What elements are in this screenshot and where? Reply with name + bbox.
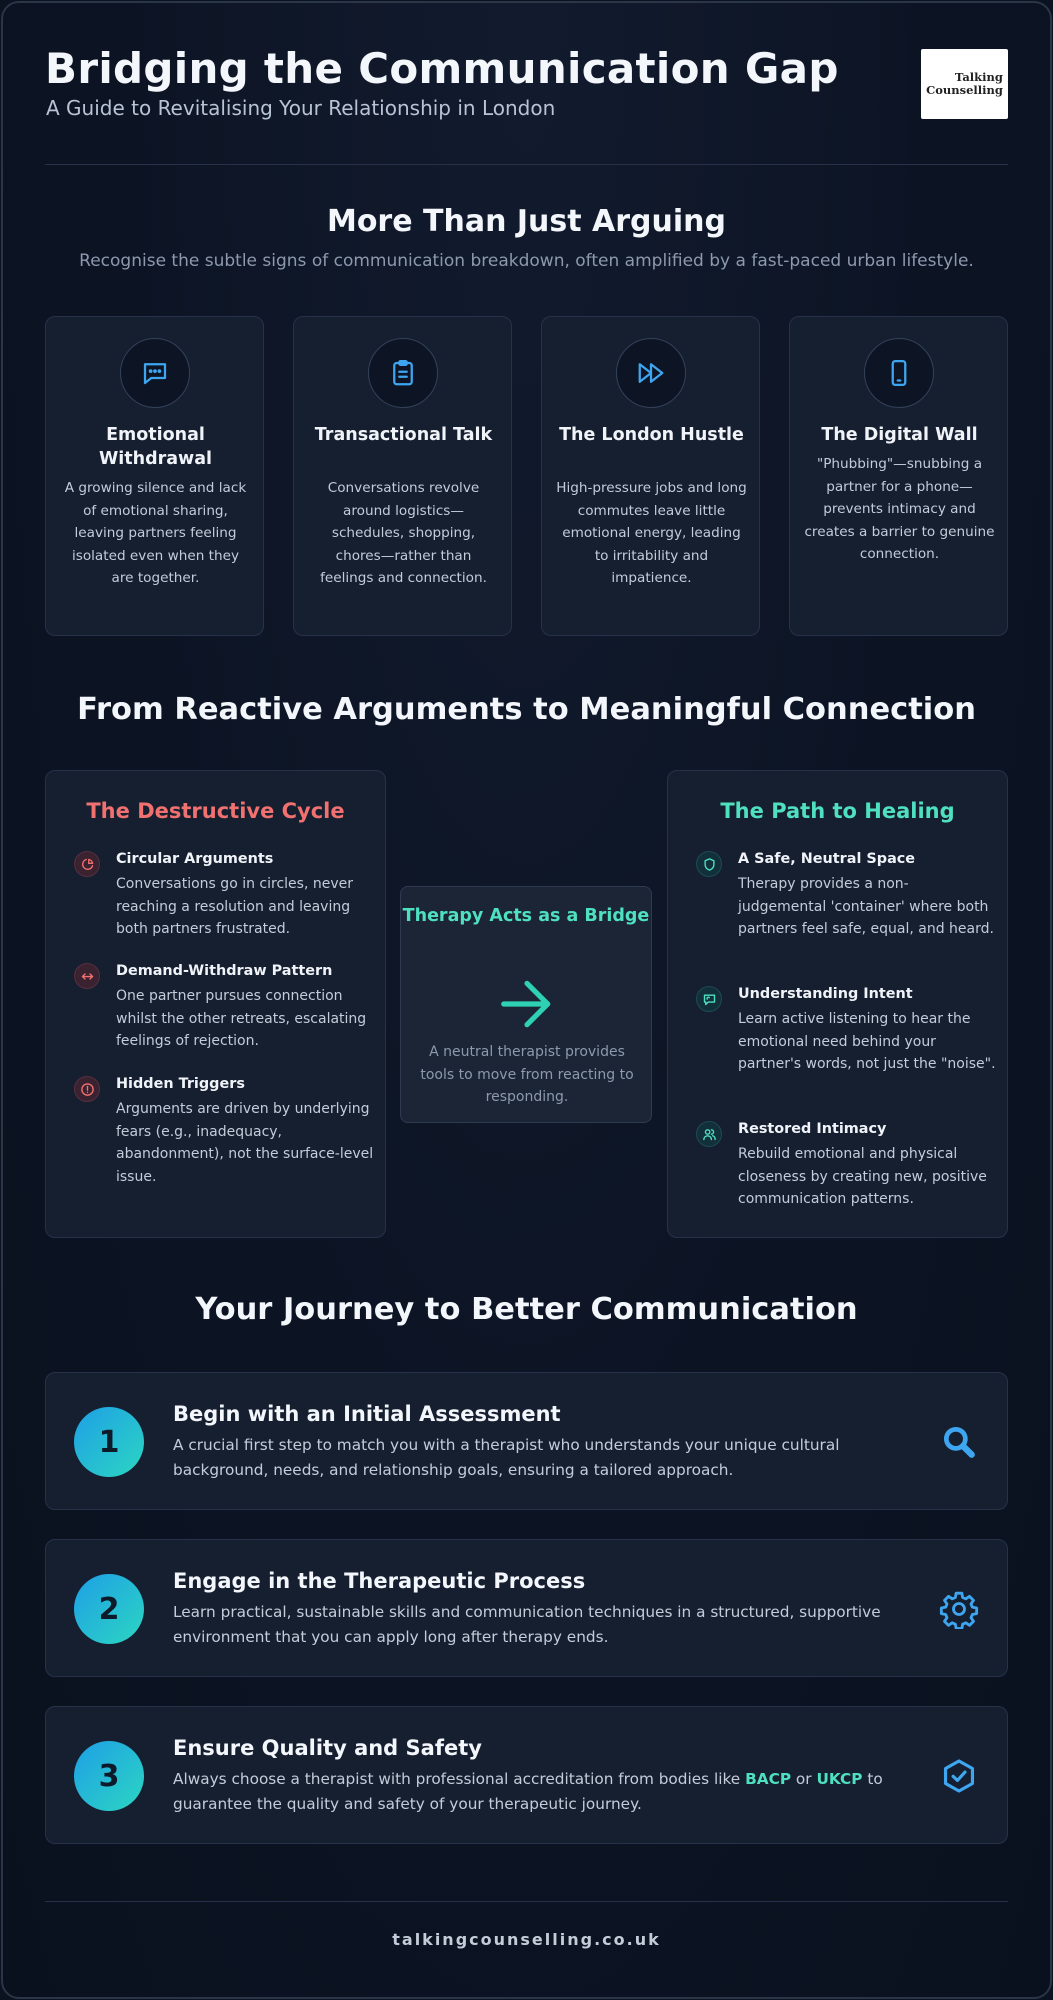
sign-card-transactional-talk: Transactional Talk Conversations revolve… [293, 316, 512, 636]
step-text-or: or [795, 1770, 812, 1788]
clipboard-icon [368, 338, 438, 408]
header: Bridging the Communication Gap A Guide t… [45, 44, 1008, 154]
ukcp-link[interactable]: UKCP [816, 1770, 863, 1788]
divider [45, 164, 1008, 165]
card-title: The London Hustle [559, 425, 744, 445]
item-text: Arguments are driven by underlying fears… [116, 1101, 374, 1185]
card-text: Conversations revolve around logistics—s… [320, 480, 487, 587]
alert-circle-icon [74, 1076, 100, 1102]
step-text-before: Always choose a therapist with professio… [173, 1770, 741, 1788]
step-text-after: to guarantee the quality and safety of y… [173, 1770, 883, 1813]
bacp-link[interactable]: BACP [745, 1770, 792, 1788]
item-heading: A Safe, Neutral Space [738, 851, 916, 867]
message-icon [120, 338, 190, 408]
step-number: 3 [74, 1741, 144, 1811]
panel-title: The Path to Healing [720, 799, 955, 823]
cycle-title: From Reactive Arguments to Meaningful Co… [77, 692, 976, 727]
signs-title: More Than Just Arguing [326, 204, 727, 239]
bridge-title: Therapy Acts as a Bridge [402, 906, 650, 926]
journey-step-3: 3 Ensure Quality and Safety Always choos… [45, 1706, 1008, 1844]
card-text: A growing silence and lack of emotional … [64, 480, 247, 587]
journey-step-1: 1 Begin with an Initial Assessment A cru… [45, 1372, 1008, 1510]
step-number: 1 [74, 1407, 144, 1477]
arrow-right-icon [496, 973, 558, 1039]
sign-card-london-hustle: The London Hustle High-pressure jobs and… [541, 316, 760, 636]
signs-cards: Emotional Withdrawal A growing silence a… [45, 316, 1008, 636]
phone-icon [864, 338, 934, 408]
fast-forward-icon [616, 338, 686, 408]
bridge-text: A neutral therapist provides tools to mo… [420, 1044, 634, 1106]
item-text: Conversations go in circles, never reach… [116, 876, 353, 938]
speech-bubble-icon [696, 986, 722, 1012]
signs-subtitle: Recognise the subtle signs of communicat… [79, 251, 974, 271]
item-text: Rebuild emotional and physical closeness… [738, 1146, 987, 1208]
item-heading: Circular Arguments [116, 851, 274, 867]
therapy-bridge-card: Therapy Acts as a Bridge A neutral thera… [400, 886, 652, 1123]
item-text: Learn active listening to hear the emoti… [738, 1011, 996, 1073]
step-title: Ensure Quality and Safety [173, 1736, 482, 1760]
footer-divider [45, 1901, 1008, 1902]
step-title: Engage in the Therapeutic Process [173, 1569, 586, 1593]
item-heading: Restored Intimacy [738, 1121, 887, 1137]
footer-url[interactable]: talkingcounselling.co.uk [392, 1930, 661, 1949]
pie-chart-icon [74, 851, 100, 877]
logo[interactable]: Talking Counselling [921, 49, 1008, 119]
arrows-horizontal-icon [74, 963, 100, 989]
item-heading: Hidden Triggers [116, 1076, 245, 1092]
sign-card-emotional-withdrawal: Emotional Withdrawal A growing silence a… [45, 316, 264, 636]
search-icon [937, 1420, 981, 1464]
item-text: One partner pursues connection whilst th… [116, 988, 367, 1050]
step-title: Begin with an Initial Assessment [173, 1402, 561, 1426]
item-text: Therapy provides a non-judgemental 'cont… [738, 876, 994, 938]
logo-text: Talking Counselling [926, 70, 1003, 97]
step-text: Learn practical, sustainable skills and … [173, 1603, 881, 1646]
gear-icon [937, 1587, 981, 1631]
step-text: Always choose a therapist with professio… [173, 1767, 913, 1817]
step-number: 2 [74, 1574, 144, 1644]
check-badge-icon [937, 1754, 981, 1798]
card-title: Transactional Talk [314, 425, 493, 445]
users-icon [696, 1121, 722, 1147]
page-title: Bridging the Communication Gap [45, 44, 839, 93]
item-heading: Understanding Intent [738, 986, 913, 1002]
step-text: A crucial first step to match you with a… [173, 1436, 840, 1479]
sign-card-digital-wall: The Digital Wall "Phubbing"—snubbing a p… [789, 316, 1008, 636]
card-title: Emotional Withdrawal [98, 425, 213, 469]
item-heading: Demand-Withdraw Pattern [116, 963, 333, 979]
journey-title: Your Journey to Better Communication [195, 1292, 858, 1327]
card-text: "Phubbing"—snubbing a partner for a phon… [804, 456, 995, 563]
panel-title: The Destructive Cycle [86, 799, 345, 823]
card-text: High-pressure jobs and long commutes lea… [556, 480, 747, 587]
path-to-healing-panel: The Path to Healing A Safe, Neutral Spac… [667, 770, 1008, 1238]
shield-icon [696, 851, 722, 877]
journey-step-2: 2 Engage in the Therapeutic Process Lear… [45, 1539, 1008, 1677]
card-title: The Digital Wall [821, 425, 978, 445]
destructive-cycle-panel: The Destructive Cycle Circular Arguments… [45, 770, 386, 1238]
page-subtitle: A Guide to Revitalising Your Relationshi… [46, 96, 556, 120]
